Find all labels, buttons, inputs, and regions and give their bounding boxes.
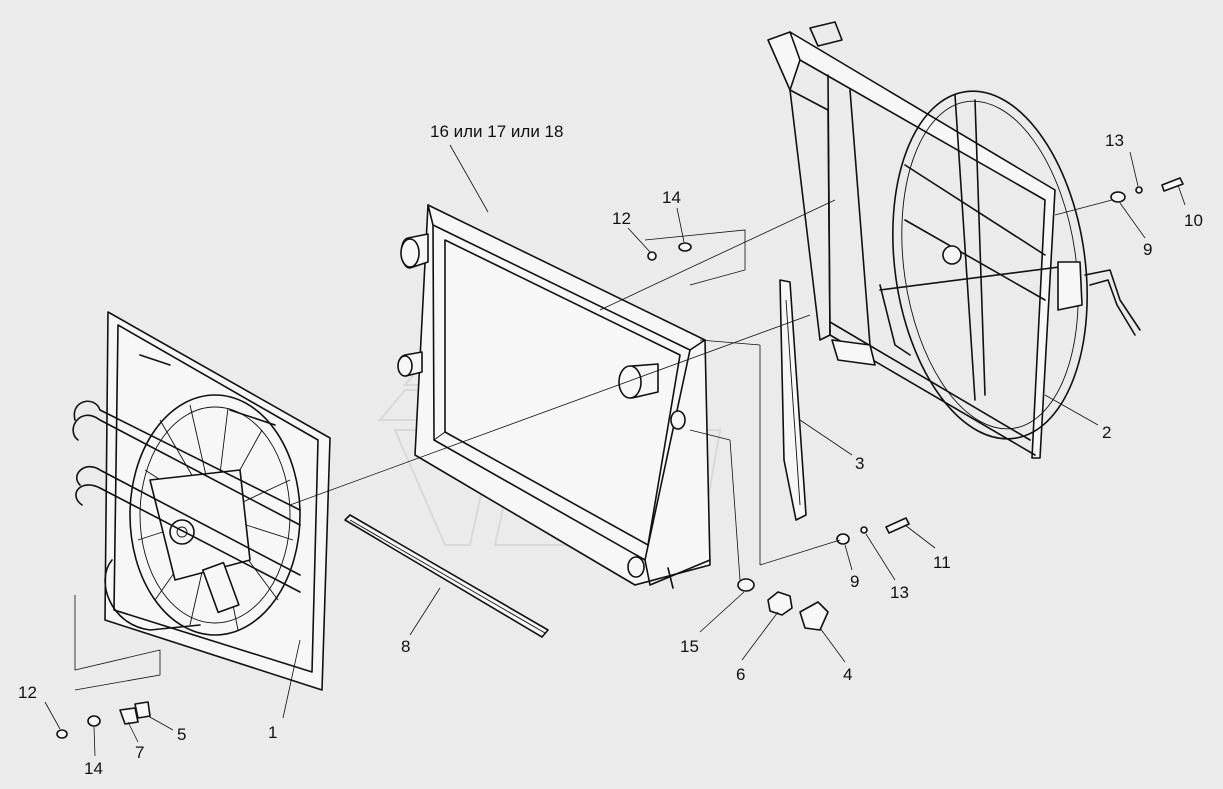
callout-11: 11 [933,553,951,572]
callout-16-17-18: 16 или 17 или 18 [430,122,563,141]
callout-12-upper: 12 [612,209,631,228]
assembly-guides [74,199,1113,691]
part-seal-strip [344,514,549,638]
hardware-parts [56,177,1184,739]
callout-5: 5 [177,725,186,744]
callout-labels: 1 2 3 4 5 6 7 8 9 9 10 11 12 12 13 13 14… [18,122,1203,778]
callout-13-upper: 13 [1105,131,1124,150]
callout-9-upper: 9 [1143,240,1152,259]
callout-14-upper: 14 [662,188,681,207]
callout-8: 8 [401,637,410,656]
callout-1: 1 [268,723,277,742]
callout-14-lower: 14 [84,759,103,778]
leader-lines [44,144,1186,757]
callout-7: 7 [135,743,144,762]
part-side-seal [779,279,807,521]
callout-6: 6 [736,665,745,684]
callout-3: 3 [855,454,864,473]
callout-15: 15 [680,637,699,656]
callout-13-lower: 13 [890,583,909,602]
callout-9-lower: 9 [850,572,859,591]
callout-4: 4 [843,665,852,684]
part-fan-shroud [72,311,331,691]
part-frame [767,21,1141,459]
callout-12-lower: 12 [18,683,37,702]
part-radiator [397,204,711,589]
callout-2: 2 [1102,423,1111,442]
callout-10: 10 [1184,211,1203,230]
